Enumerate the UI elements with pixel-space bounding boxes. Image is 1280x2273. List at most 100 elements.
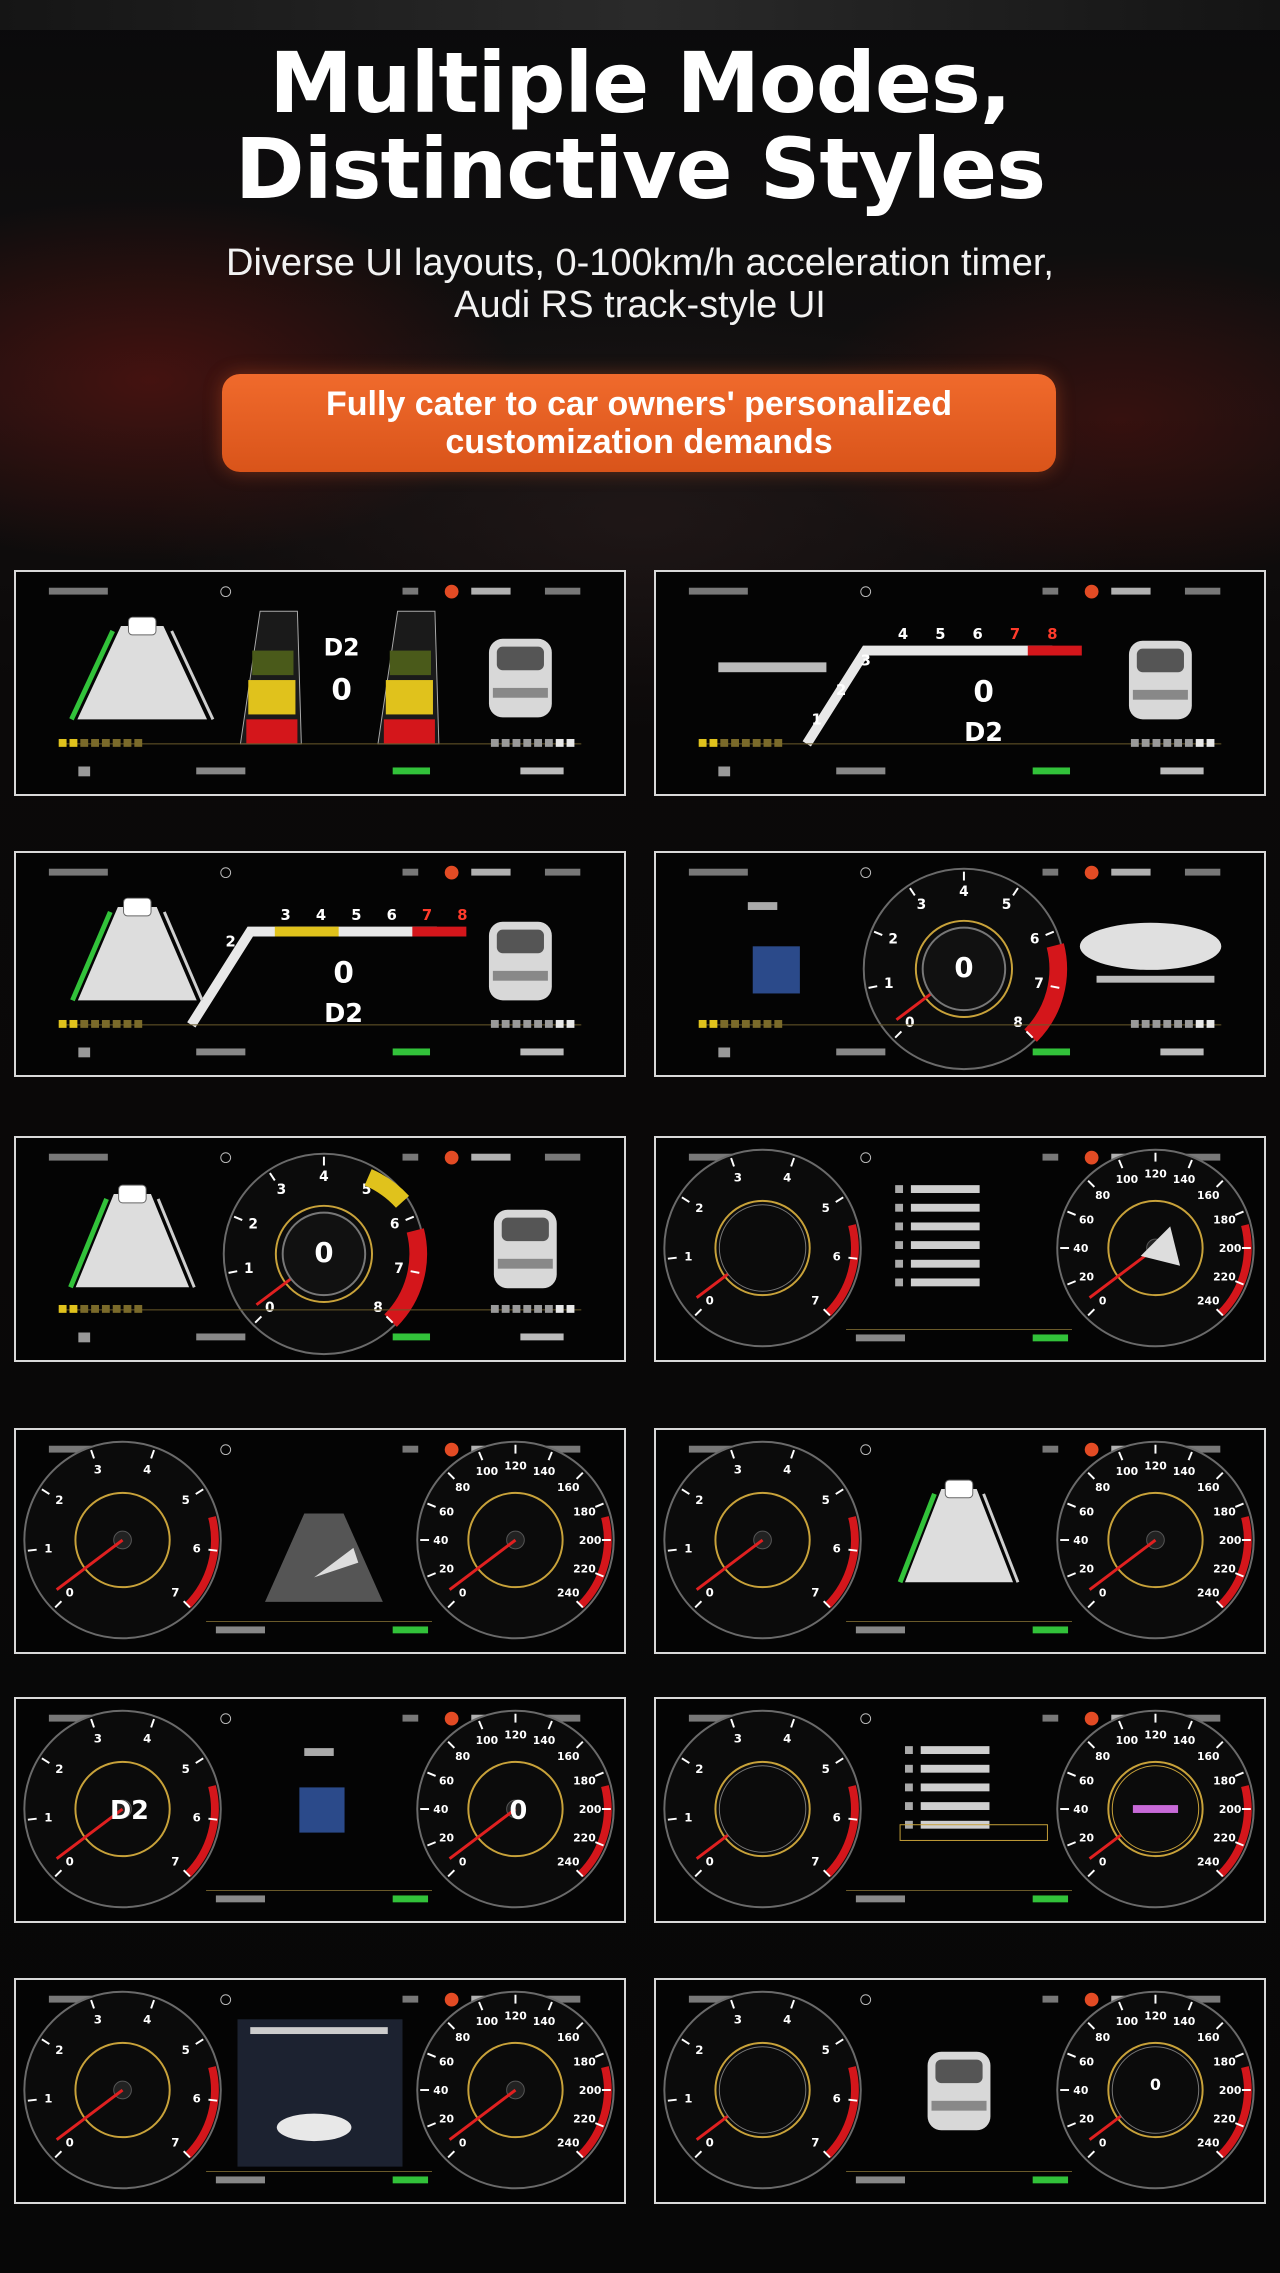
gauge-tick-label: 20 [439,2113,454,2126]
menu-item-icon [904,1746,913,1755]
gauge-tick-label: 80 [455,1481,470,1494]
rpm-tick-label: 4 [898,626,908,643]
speed-readout: 0 [510,1796,528,1826]
fuel-segment [91,738,99,747]
gauge-inner-ring [1107,1199,1204,1297]
car-rear-bumper [492,970,548,981]
status-time [471,1153,511,1161]
menu-item-icon [895,1241,904,1249]
gauge-tick-label: 1 [884,976,894,992]
gauge-tick-label: 20 [439,1832,454,1845]
gauge-tick [681,1488,690,1495]
gauge-tick [1067,1280,1076,1286]
gauge-tick [1234,2122,1244,2128]
gauge-tick-label: 80 [455,2031,470,2044]
gauge-tick [894,1030,903,1039]
status-odo [1184,1995,1221,2003]
album-art [752,946,800,994]
subtitle-line-1: Diverse UI layouts, 0-100km/h accelerati… [226,242,1054,284]
status-time [1111,868,1151,876]
status-odo [544,868,581,876]
fuel-segment [80,1019,89,1028]
gauge-tick-label: 6 [193,2091,201,2105]
fuel-segment [698,1019,707,1028]
gauge-tick-label: 140 [533,1465,556,1478]
fuel-segment [112,1019,121,1028]
temp-segment [512,1019,521,1028]
status-clock [688,1714,748,1722]
gauge-tick-label: 5 [362,1182,372,1198]
gauge-tick [228,1270,238,1274]
gear-indicator: D2 [110,1796,149,1826]
gauge-tick-label: 6 [833,2091,841,2105]
gauge-tick-label: 6 [390,1217,400,1233]
gauge-tick-label: 40 [433,2084,448,2097]
redline-arc [1024,943,1068,1042]
gauge-tick [790,1999,795,2009]
gauge-tick-label: 40 [1073,1803,1088,1816]
gauge-tick [681,1757,690,1764]
gear-indicator: D2 [324,633,360,661]
gauge-tick [694,1869,703,1878]
gauge-tick [594,1841,604,1847]
status-temp [402,1995,419,2003]
speed-readout: 0 [333,956,354,990]
gauge-tick-label: 180 [573,1774,596,1787]
gauge-tick-label: 2 [55,1762,63,1776]
rpm-tick-label: 2 [836,682,846,699]
gauge-tick [822,1308,831,1317]
gauge-tick [54,1869,63,1878]
gauge-tick [405,1215,415,1221]
gauge-tick [730,1999,735,2009]
fuel-segment [80,738,89,747]
temp-segment [1206,738,1215,747]
gauge-tick-label: 240 [1197,2137,1220,2150]
gauge-inner-ring [714,1199,811,1297]
gauge-tick [1118,2001,1124,2011]
eco-indicator [392,1626,429,1634]
eco-indicator [392,1048,431,1056]
gauge-tick-label: 220 [1213,1271,1236,1284]
gauge-tick [447,2021,456,2030]
gauge-tick-label: 0 [706,1586,714,1600]
bar-yellow-zone [248,680,296,715]
status-icon [220,867,232,879]
status-temp [1042,1445,1059,1453]
warning-icon [444,1442,459,1457]
rpm-tick-label: 4 [316,907,326,924]
gauge-tick-label: 240 [1197,1587,1220,1600]
gauge-tick-label: 80 [1095,1750,1110,1763]
status-temp [402,868,419,876]
gauge-tick [835,1196,844,1203]
gauge-tick [182,1600,191,1609]
gauge-tick [730,1718,735,1728]
menu-item-icon [895,1278,904,1287]
gauge-tick-label: 4 [959,884,969,900]
hero-header: Multiple Modes, Distinctive Styles Diver… [0,40,1280,326]
gauge-tick [1234,1771,1244,1777]
rpm-tick-label: 7 [422,907,432,924]
gauge-tick-label: 0 [66,1855,74,1869]
gauge-tick-label: 120 [504,2009,527,2022]
gauge-tick-label: 7 [811,1294,819,1308]
gauge-tick-label: 6 [833,1249,841,1263]
temp-segment [501,1304,510,1313]
eco-indicator [392,767,431,775]
warning-icon [1084,1992,1099,2007]
seatbelt-icon [718,766,731,777]
lead-car-icon [944,1479,974,1499]
gauge-tick [1234,1572,1244,1578]
temp-segment [501,738,510,747]
status-temp [1042,868,1059,876]
gauge-tick-label: 2 [695,1762,703,1776]
gauge-tick-label: 160 [1197,1481,1220,1494]
status-odo [544,1153,581,1161]
warning-icon [1084,1711,1099,1726]
gauge-tick [478,1720,484,1730]
gauge-tick-label: 100 [476,1465,499,1478]
gauge-tick-label: 1 [44,2091,52,2105]
range-info [520,767,564,775]
gauge-tick [694,2150,703,2159]
